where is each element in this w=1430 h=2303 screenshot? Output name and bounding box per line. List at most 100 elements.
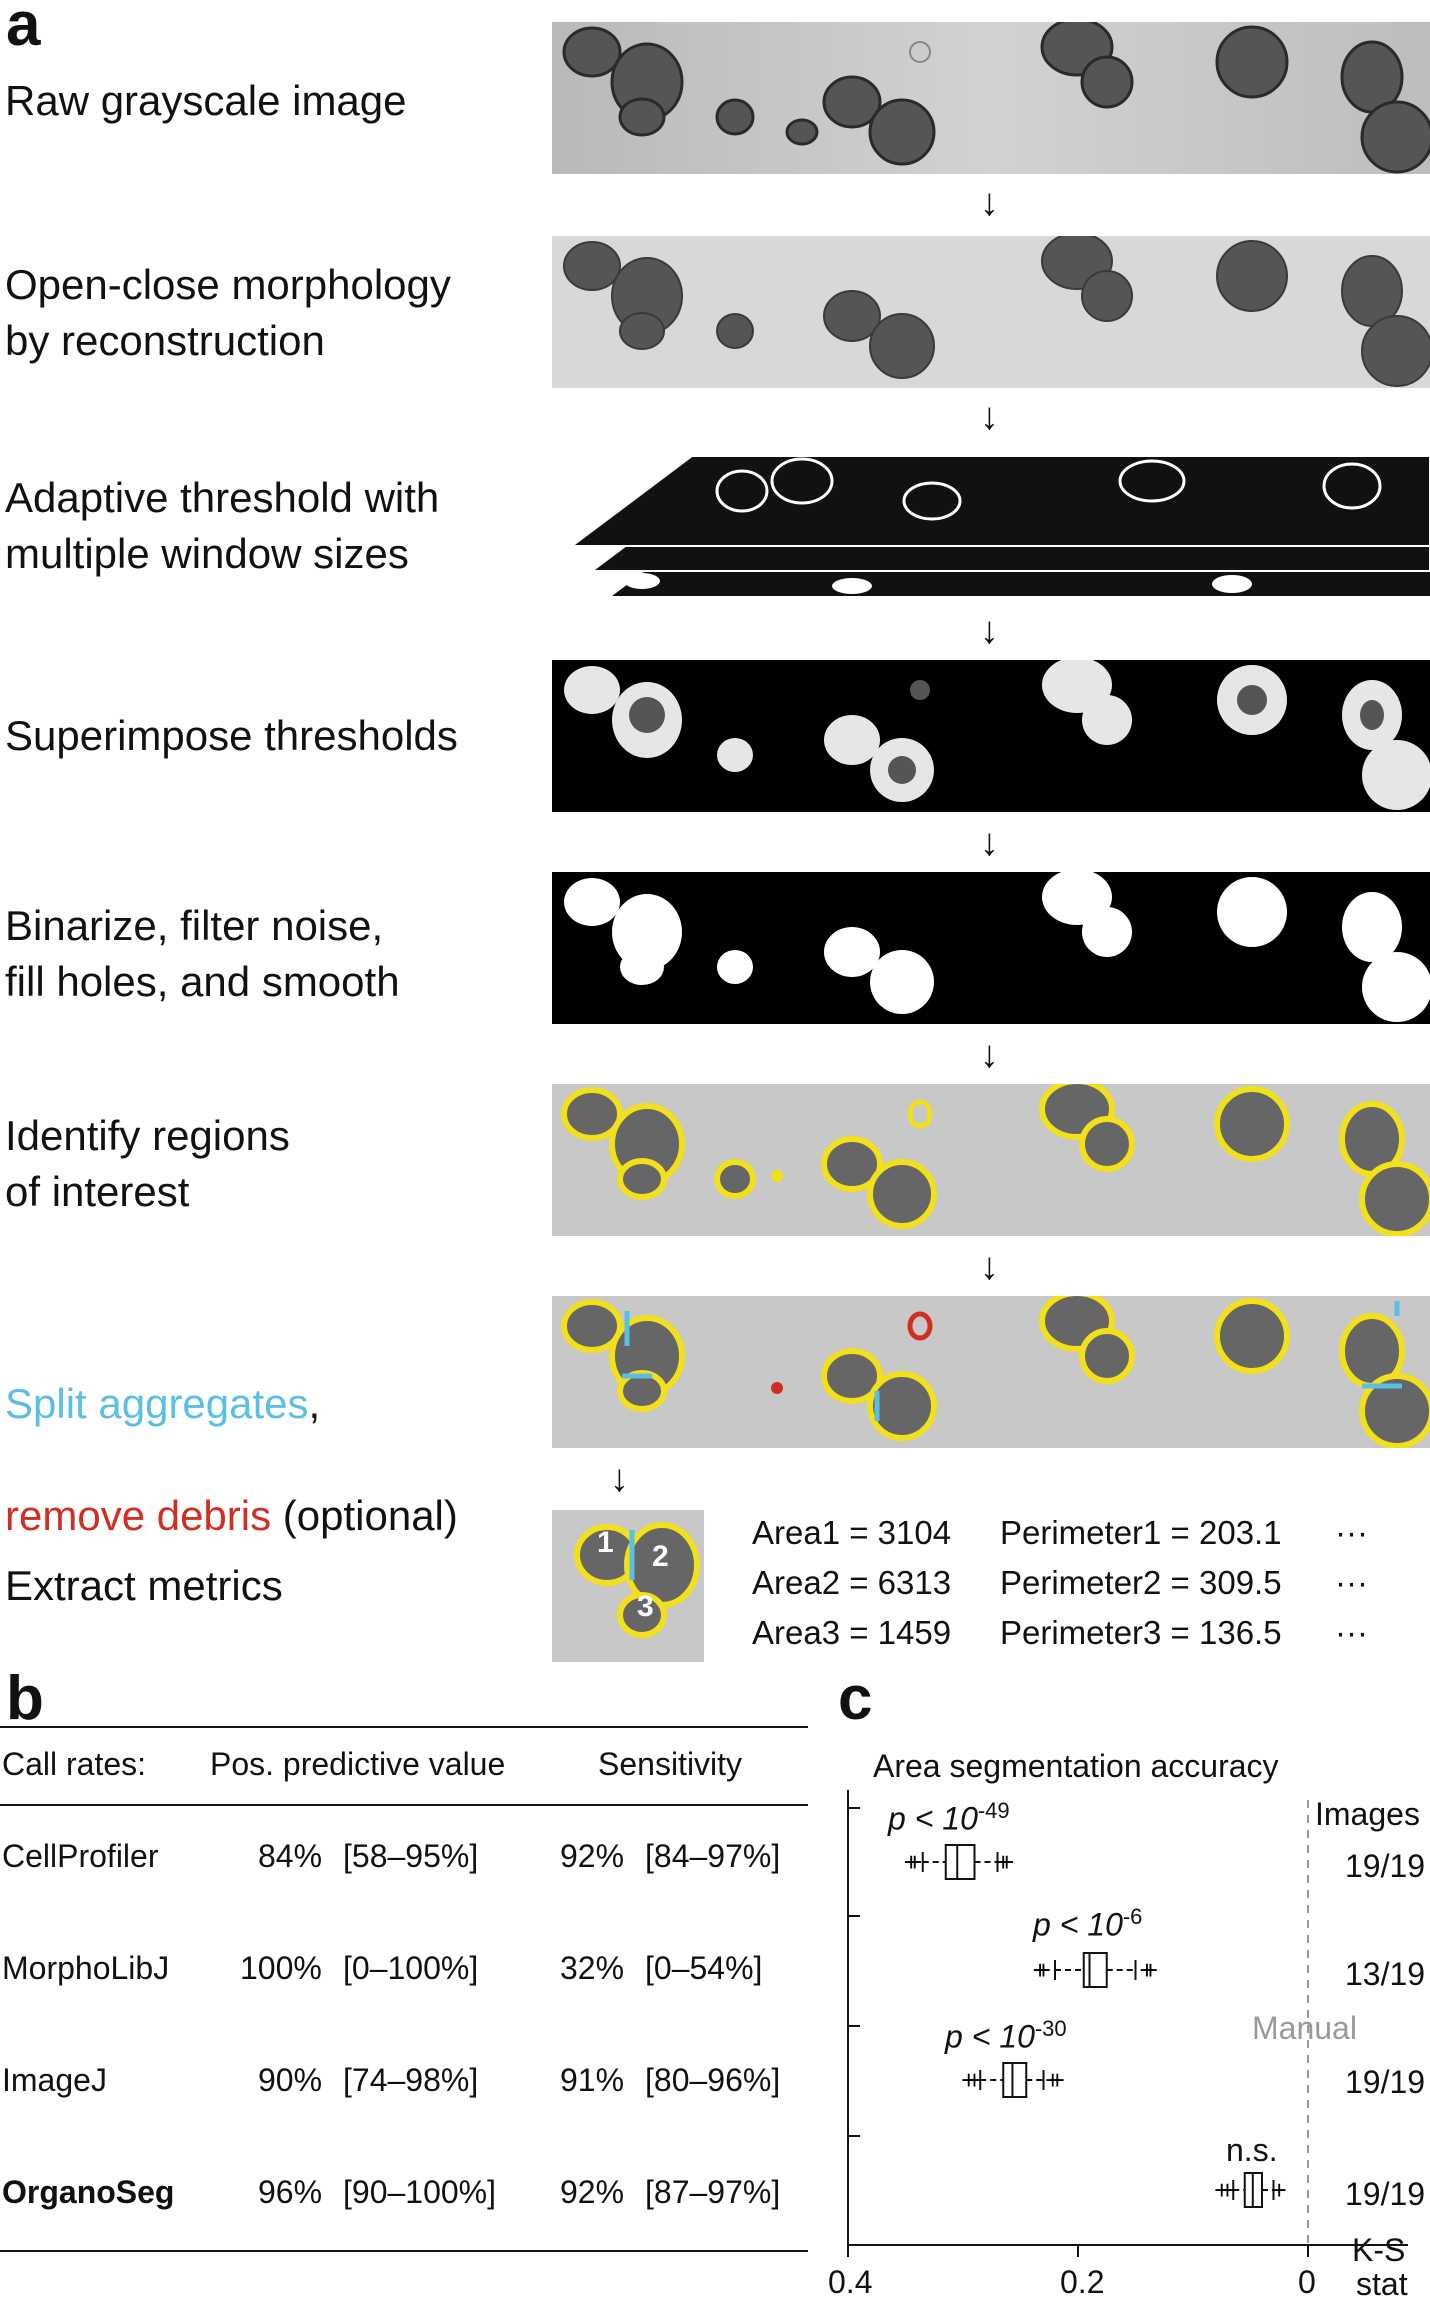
table-top-rule (0, 1726, 808, 1728)
row-sens-ci: [87–97%] (645, 2174, 781, 2210)
panel-c-letter: c (838, 1664, 873, 1733)
metrics-crop-image (552, 1510, 704, 1662)
outlier-marker: + (967, 2065, 982, 2095)
step-label-raw: Raw grayscale image (5, 77, 407, 124)
x-axis-label: K-S (1352, 2232, 1406, 2268)
p-prefix: p < 10 (1033, 1906, 1123, 1943)
row-sens-ci: [0–54%] (645, 1950, 763, 1986)
row-sens: 92% (560, 2174, 625, 2210)
split-sep: , (308, 1380, 321, 1427)
outlier-marker: + (1143, 1955, 1158, 1985)
metric-area-1: Area1 = 3104 (752, 1514, 952, 1551)
crop-number-3: 3 (637, 1590, 654, 1623)
metric-area-3: Area3 = 1459 (752, 1614, 952, 1651)
row-ppv-ci: [90–100%] (343, 2174, 497, 2210)
arrow-down-icon: ↓ (980, 822, 999, 864)
arrow-down-icon: ↓ (980, 610, 999, 652)
metric-ellipsis-2: ··· (1335, 1564, 1368, 1601)
row-ppv-ci: [0–100%] (343, 1950, 479, 1986)
x-axis-label: stat (1356, 2266, 1408, 2302)
metric-perimeter-1: Perimeter1 = 203.1 (1000, 1514, 1282, 1551)
arrow-down-icon: ↓ (610, 1458, 629, 1500)
panel-b-letter: b (6, 1664, 44, 1733)
image-count: 19/19 (1345, 2176, 1426, 2212)
row-ppv: 100% (240, 1950, 322, 1986)
p-value-label: p < 10-6 (1033, 1904, 1142, 1944)
outlier-marker: + (1045, 2065, 1060, 2095)
arrow-down-icon: ↓ (980, 1246, 999, 1288)
outlier-marker: + (961, 2065, 976, 2095)
metric-area-2: Area2 = 6313 (752, 1564, 952, 1601)
x-tick-label: 0.4 (828, 2264, 873, 2300)
row-name: OrganoSeg (2, 2174, 175, 2210)
box (1002, 2062, 1028, 2098)
table-header-call-rates: Call rates: (2, 1746, 147, 1782)
optional-text: (optional) (271, 1492, 458, 1539)
box (944, 1844, 976, 1880)
table-header-rule (0, 1804, 808, 1806)
p-value-label: p < 10-30 (945, 2016, 1067, 2056)
split-aggregates-text: Split aggregates (5, 1380, 309, 1427)
outlier-marker: + (907, 1847, 922, 1877)
outlier-marker: + (1050, 2065, 1065, 2095)
step-label-extract: Extract metrics (5, 1562, 283, 1609)
row-ppv-ci: [58–95%] (343, 1838, 479, 1874)
row-sens: 92% (560, 1838, 625, 1874)
table-bottom-rule (0, 2250, 808, 2252)
ns-label: n.s. (1226, 2132, 1278, 2168)
panel-a-letter: a (6, 0, 41, 59)
crop-number-1: 1 (597, 1526, 614, 1559)
row-ppv: 84% (258, 1838, 323, 1874)
crop-number-2: 2 (652, 1540, 669, 1573)
row-sens-ci: [80–96%] (645, 2062, 781, 2098)
x-tick-label: 0 (1298, 2264, 1316, 2300)
row-ppv: 96% (258, 2174, 323, 2210)
raw-grayscale-image (552, 22, 1430, 174)
arrow-down-icon: ↓ (980, 396, 999, 438)
step-label-identify: Identify regions of interest (5, 1112, 290, 1215)
chart-title: Area segmentation accuracy (873, 1748, 1279, 1784)
row-sens: 91% (560, 2062, 625, 2098)
metric-perimeter-2: Perimeter2 = 309.5 (1000, 1564, 1282, 1601)
outlier-marker: + (1220, 2175, 1235, 2205)
outlier-marker: + (999, 1847, 1014, 1877)
p-value-label: p < 10-49 (888, 1798, 1010, 1838)
row-name: ImageJ (2, 2062, 107, 2098)
step-label-binarize: Binarize, filter noise, fill holes, and … (5, 902, 400, 1005)
images-header: Images (1315, 1796, 1420, 1832)
outlier-marker: + (904, 1847, 919, 1877)
table-header-ppv: Pos. predictive value (210, 1746, 506, 1782)
row-name: MorphoLibJ (2, 1950, 170, 1986)
row-ppv-ci: [74–98%] (343, 2062, 479, 2098)
metric-ellipsis-1: ··· (1335, 1514, 1368, 1551)
arrow-down-icon: ↓ (980, 182, 999, 224)
regions-of-interest-image (552, 1084, 1430, 1236)
row-sens-ci: [84–97%] (645, 1838, 781, 1874)
row-name: CellProfiler (2, 1838, 159, 1874)
remove-debris-text: remove debris (5, 1492, 272, 1539)
step-label-split: Split aggregates, remove debris (optiona… (5, 1320, 458, 1544)
table-header-sensitivity: Sensitivity (598, 1746, 743, 1782)
p-prefix: p < 10 (945, 2018, 1035, 2055)
metric-perimeter-3: Perimeter3 = 136.5 (1000, 1614, 1282, 1651)
arrow-down-icon: ↓ (980, 1034, 999, 1076)
superimpose-image (552, 660, 1430, 812)
step-label-threshold: Adaptive threshold with multiple window … (5, 474, 440, 577)
ks-boxplot-chart: +++++++++++++++ (847, 1790, 1408, 2257)
manual-label: Manual (1252, 2010, 1357, 2046)
x-tick-label: 0.2 (1060, 2264, 1105, 2300)
p-exponent: -30 (1034, 2016, 1067, 2041)
outlier-marker: + (1272, 2175, 1287, 2205)
image-count: 19/19 (1345, 1848, 1426, 1884)
step-label-superimpose: Superimpose thresholds (5, 712, 458, 759)
outlier-marker: + (996, 1847, 1011, 1877)
morphology-image (552, 236, 1430, 388)
row-sens: 32% (560, 1950, 625, 1986)
image-count: 13/19 (1345, 1956, 1426, 1992)
p-exponent: -6 (1122, 1904, 1143, 1929)
p-prefix: p < 10 (888, 1800, 978, 1837)
row-ppv: 90% (258, 2062, 323, 2098)
outlier-marker: + (1214, 2175, 1229, 2205)
metric-ellipsis-3: ··· (1335, 1614, 1368, 1651)
outlier-marker: + (1139, 1955, 1154, 1985)
